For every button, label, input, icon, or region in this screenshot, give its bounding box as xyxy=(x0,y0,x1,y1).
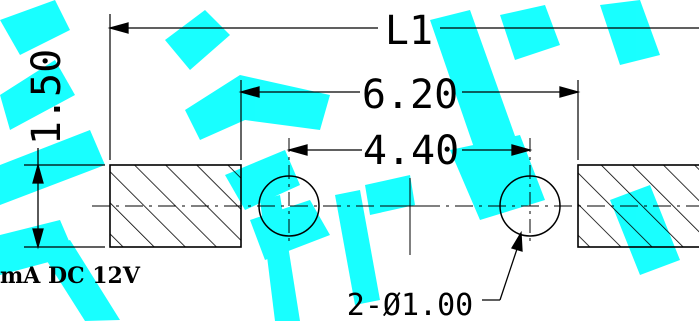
hole-pitch-label: 4.40 xyxy=(363,128,459,174)
dimension-l1 xyxy=(107,22,699,34)
watermark xyxy=(0,0,680,321)
dimension-4-40 xyxy=(286,144,533,156)
note-text: mA DC 12V xyxy=(0,263,141,289)
right-hole xyxy=(499,138,561,245)
center-mark xyxy=(380,178,440,255)
hole-leader xyxy=(482,230,523,301)
overall-length-label: L1 xyxy=(385,8,433,54)
dimension-1-50 xyxy=(32,148,44,250)
dimension-6-20 xyxy=(238,86,581,98)
height-label: 1.50 xyxy=(24,49,70,145)
holes-label: 2-Ø1.00 xyxy=(347,288,473,321)
outer-span-label: 6.20 xyxy=(362,72,458,118)
left-hole xyxy=(258,138,320,245)
